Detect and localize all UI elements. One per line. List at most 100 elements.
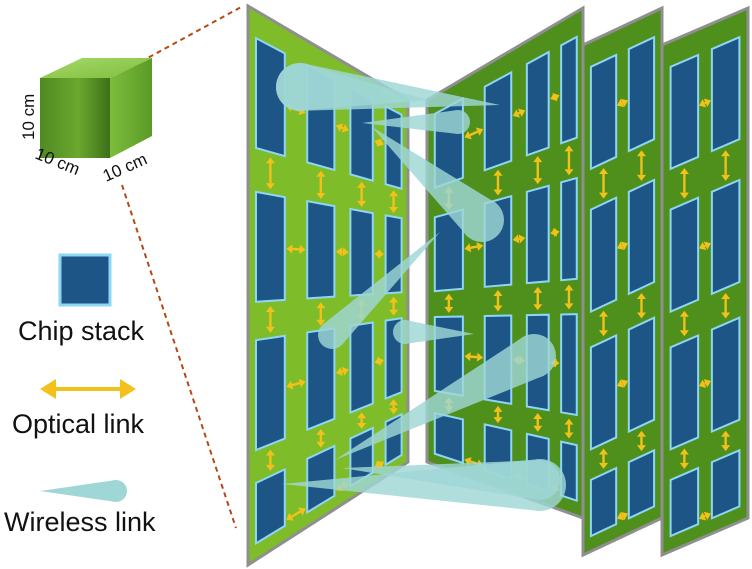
chip-stack [669,53,700,171]
optical-link-arrow [336,247,349,257]
optical-link-arrow [698,241,712,251]
optical-link-arrow [636,430,646,452]
optical-link-arrow [599,310,609,337]
chip-stack [627,35,656,153]
optical-link-arrow [374,138,384,148]
chip-stack [627,316,656,434]
optical-link-arrow [389,190,399,214]
wireless-beams [276,63,566,511]
optical-link-arrow [265,157,275,190]
optical-link-arrow [493,405,503,424]
leader-line-top [132,5,244,67]
optical-link-arrow [550,92,560,102]
chip-stack [627,448,656,520]
circuit-board [425,5,585,521]
optical-link-arrow [464,242,484,253]
chip-stack [627,178,656,296]
wireless-link-beam [335,334,556,460]
optical-link-arrow [721,150,731,181]
optical-link-arrow [599,448,609,469]
optical-link-arrow [389,296,399,316]
chip-stack [433,411,464,465]
circuit-board [581,5,664,558]
chip-stack [710,316,741,434]
optical-link-arrow [357,412,367,430]
optical-link-arrow [698,98,712,108]
optical-link-arrow [616,98,629,108]
optical-link-arrow [493,289,503,312]
optical-link-arrow [265,449,275,471]
optical-link-label: Optical link [12,409,145,439]
optical-link-arrow [636,293,646,319]
leader-line-bottom [121,184,237,529]
chip-stack [560,176,578,282]
optical-link-arrow [316,170,326,199]
optical-link-arrow [679,310,689,337]
chip-stack [589,196,618,314]
optical-link-arrow [286,244,306,254]
optical-link-arrow [286,507,306,521]
wireless-link-beam [282,459,566,511]
optical-link-arrow [533,156,543,185]
optical-link-arrow [533,413,543,432]
optical-link-arrow [550,227,560,238]
chip-stack [589,466,618,538]
wireless-link-beam [393,320,474,344]
chip-stack [306,199,336,300]
wireless-link-icon [40,480,127,502]
optical-link-arrow [533,286,543,311]
chip-stack [560,313,578,417]
optical-link-arrow [316,302,326,326]
chip-stack [525,50,550,157]
circuit-board [246,3,410,568]
optical-link-arrow [564,418,574,439]
optical-link-arrow [336,123,349,133]
optical-link-arrow [374,356,384,366]
chip-stack [306,444,336,515]
optical-link-arrow [698,511,712,521]
chip-stack [669,196,700,314]
chip-stack [710,178,741,296]
chip-stack [669,466,700,538]
optical-link-arrow [616,379,629,388]
chip-stack [349,321,374,414]
optical-link-arrow [374,460,384,469]
board-stack [246,3,750,568]
wireless-link-beam [362,110,470,134]
optical-link-arrow [599,167,609,199]
chip-stack-icon [58,253,112,307]
optical-link-arrow [616,511,629,521]
wireless-link-beam [372,127,504,242]
optical-link-arrow [616,241,629,250]
optical-link-arrow [389,399,399,415]
optical-link-arrow [464,352,484,362]
optical-link-arrow [721,293,731,319]
optical-link-arrow [679,167,689,199]
cube-icon [40,58,152,158]
optical-link-arrow [336,366,349,376]
optical-link-arrow [265,306,275,333]
chip-stack [483,70,513,172]
chip-stack-label: Chip stack [18,316,145,346]
optical-link-arrow [316,428,326,448]
optical-link-arrow [721,430,731,452]
chip-stack [349,207,374,297]
optical-link-arrow [374,249,384,259]
wireless-link-label: Wireless link [4,507,156,537]
wireless-link-beam [318,232,440,349]
chip-stack [710,448,741,520]
optical-link-arrow [464,127,484,140]
optical-link-icon [40,379,136,399]
chip-stack [710,35,741,153]
chip-stack [255,334,286,452]
optical-link-arrow [444,293,454,313]
chip-stack [589,53,618,171]
optical-link-arrow [564,145,574,176]
chip-stack [669,333,700,451]
chip-stack [255,190,286,303]
optical-link-arrow [679,448,689,469]
optical-link-arrow [698,379,712,388]
optical-link-arrow [493,169,503,196]
cube-height-label: 10 cm [19,94,38,140]
